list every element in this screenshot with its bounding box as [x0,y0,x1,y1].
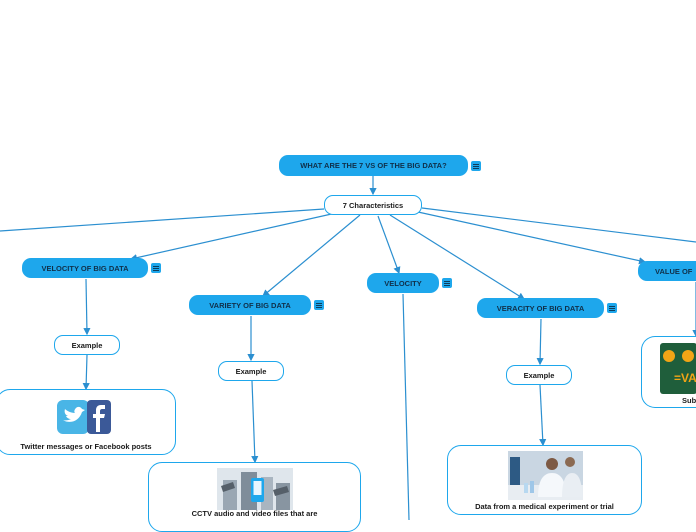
root-topic-label: WHAT ARE THE 7 VS OF THE BIG DATA? [300,161,447,170]
branch-veracity-of-big-data[interactable]: VERACITY OF BIG DATA [477,298,604,318]
notes-icon[interactable] [471,161,481,171]
connector-hub-offscreen-left [0,208,325,232]
example-node-veracity[interactable]: Example [506,365,572,385]
connector-hub-offscreen-right [421,207,696,243]
branch-variety-label: VARIETY OF BIG DATA [209,300,291,310]
branch-velocity-of-big-data[interactable]: VELOCITY OF BIG DATA [22,258,148,278]
image-card-medical[interactable]: Data from a medical experiment or trial [447,445,642,515]
example-node-label: Example [71,340,103,350]
connector-layer [0,176,696,520]
image-card-cctv[interactable]: CCTV audio and video files that are [148,462,361,532]
connector-hub-velocity-of-big-data [129,212,337,262]
card-label-cctv: CCTV audio and video files that are [191,509,318,518]
card-label-social: Twitter messages or Facebook posts [20,442,152,451]
root-topic[interactable]: WHAT ARE THE 7 VS OF THE BIG DATA? [279,155,468,176]
example-node-label: Example [523,370,555,380]
value-image-text: =VA [674,371,696,385]
notes-icon[interactable] [442,278,452,288]
branch-velocity-of-big-data-label: VELOCITY OF BIG DATA [41,263,129,273]
image-card-social[interactable]: Twitter messages or Facebook posts [0,389,176,455]
branch-value-of[interactable]: VALUE OF [638,261,696,281]
branch-value-of-label: VALUE OF [655,266,693,276]
medical-lab-image [508,451,583,500]
connector-hub-variety [262,214,361,297]
connector-variety-example-card [251,380,259,464]
connector-velocity-down [402,293,410,520]
connector-hub-velocity [377,215,401,275]
connector-veracity-example [536,318,544,366]
image-card-value[interactable]: =VA Sub [641,336,696,408]
connector-veracity-example-card [539,384,547,447]
branch-velocity-label: VELOCITY [384,278,422,288]
branch-variety-of-big-data[interactable]: VARIETY OF BIG DATA [189,295,311,315]
value-image: =VA [660,343,696,394]
example-node-variety[interactable]: Example [218,361,284,381]
notes-icon[interactable] [607,303,617,313]
cctv-city-image [217,468,293,510]
connector-velocity-example [83,278,91,336]
hub-topic[interactable]: 7 Characteristics [324,195,422,215]
example-node-velocity[interactable]: Example [54,335,120,355]
social-media-image [57,400,111,434]
card-label-value: Sub [682,396,696,405]
branch-veracity-label: VERACITY OF BIG DATA [496,303,585,313]
branch-velocity[interactable]: VELOCITY [367,273,439,293]
card-label-medical: Data from a medical experiment or trial [475,502,614,511]
example-node-label: Example [235,366,267,376]
connector-velocity-example-card [82,354,90,391]
connector-hub-value [417,211,647,265]
connector-hub-veracity [389,214,526,300]
notes-icon[interactable] [151,263,161,273]
hub-topic-label: 7 Characteristics [342,200,404,210]
notes-icon[interactable] [314,300,324,310]
